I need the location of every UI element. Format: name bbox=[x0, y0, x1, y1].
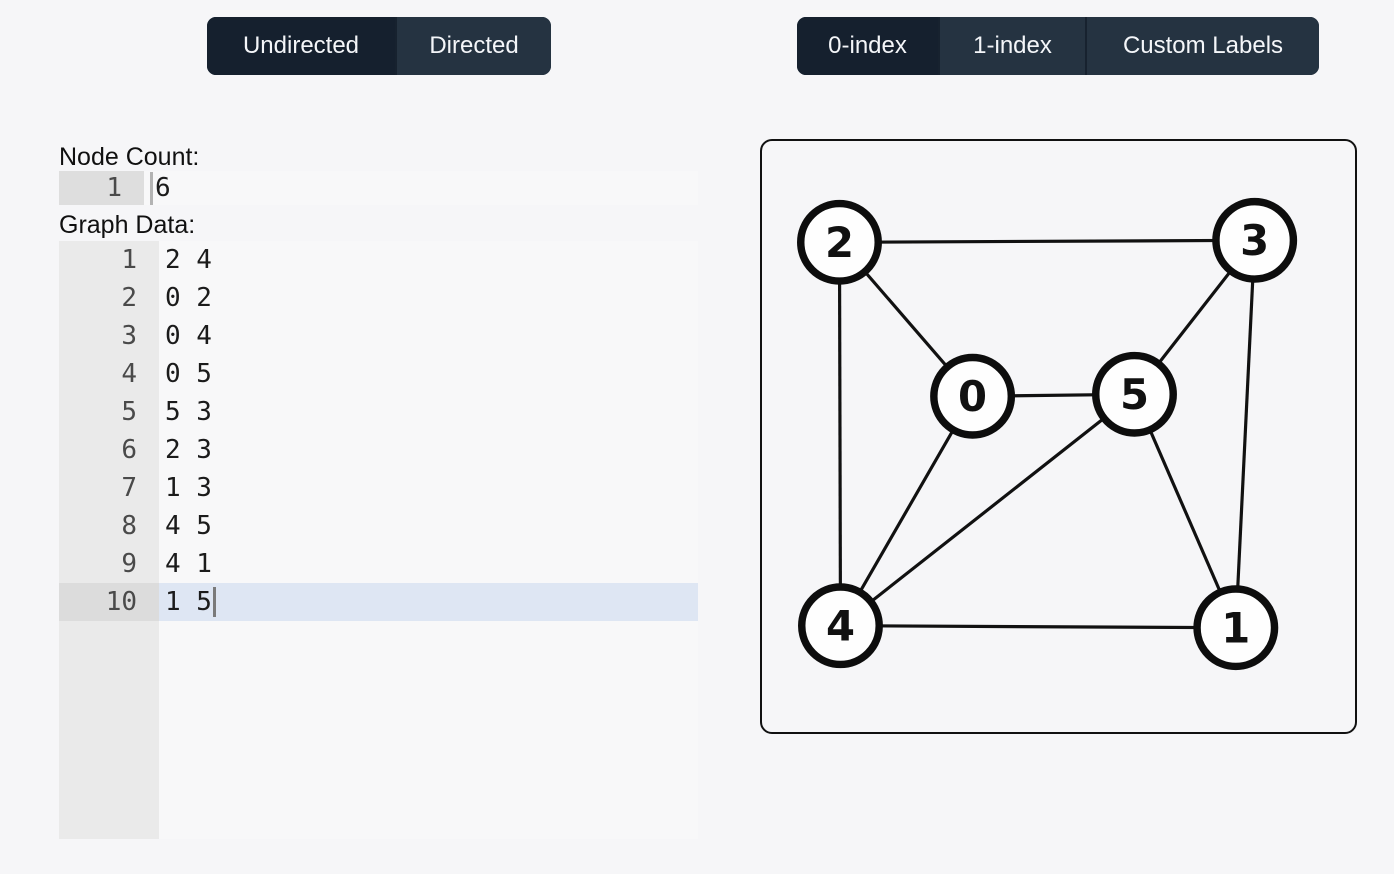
editor-line[interactable]: 3 0 4 bbox=[59, 317, 698, 355]
line-text: 4 5 bbox=[165, 511, 212, 541]
graph-edge bbox=[839, 395, 974, 627]
toggle-0-index[interactable]: 0-index bbox=[797, 17, 938, 75]
line-text: 6 bbox=[144, 171, 698, 205]
line-number: 7 bbox=[121, 473, 137, 503]
graph-canvas[interactable]: 0 1 2 3 4 5 bbox=[760, 139, 1357, 734]
line-number: 5 bbox=[121, 397, 137, 427]
line-number: 4 bbox=[121, 359, 137, 389]
line-number: 9 bbox=[121, 549, 137, 579]
line-text: 0 2 bbox=[165, 283, 212, 313]
node-count-label: Node Count: bbox=[59, 143, 200, 171]
graph-edge bbox=[837, 242, 843, 626]
line-text: 0 4 bbox=[165, 321, 212, 351]
editor-line[interactable]: 7 1 3 bbox=[59, 469, 698, 507]
graph-node[interactable] bbox=[1193, 585, 1279, 671]
editor-line[interactable]: 5 5 3 bbox=[59, 393, 698, 431]
line-text: 0 5 bbox=[165, 359, 212, 389]
line-text: 2 3 bbox=[165, 435, 212, 465]
graph-node-label: 5 bbox=[1120, 370, 1149, 419]
line-number: 1 bbox=[106, 173, 122, 203]
toggle-custom-labels[interactable]: Custom Labels bbox=[1085, 17, 1319, 75]
line-text: 4 1 bbox=[165, 549, 212, 579]
graph-edge bbox=[840, 624, 1236, 630]
line-number: 2 bbox=[121, 283, 137, 313]
editor-line[interactable]: 1 6 bbox=[59, 171, 698, 205]
toggle-directed[interactable]: Directed bbox=[395, 17, 551, 75]
line-text: 1 5 bbox=[159, 583, 698, 621]
text-cursor bbox=[212, 587, 216, 617]
editor-line[interactable]: 9 4 1 bbox=[59, 545, 698, 583]
graph-node[interactable] bbox=[930, 353, 1016, 439]
line-text: 1 3 bbox=[165, 473, 212, 503]
line-number: 10 bbox=[59, 583, 159, 621]
graph-node[interactable] bbox=[1092, 351, 1177, 437]
toggle-undirected[interactable]: Undirected bbox=[207, 17, 395, 75]
line-text: 5 3 bbox=[165, 397, 212, 427]
line-number: 6 bbox=[121, 435, 137, 465]
editor-line[interactable]: 4 0 5 bbox=[59, 355, 698, 393]
graph-node[interactable] bbox=[798, 583, 883, 669]
graph-data-label: Graph Data: bbox=[59, 211, 196, 239]
graph-node-label: 3 bbox=[1240, 216, 1269, 265]
line-number: 1 bbox=[121, 245, 137, 275]
graph-node-label: 2 bbox=[825, 218, 854, 267]
graph-node[interactable] bbox=[797, 199, 882, 285]
editor-line[interactable]: 2 0 2 bbox=[59, 279, 698, 317]
direction-toggle: Undirected Directed bbox=[207, 17, 551, 75]
editor-line[interactable]: 1 2 4 bbox=[59, 241, 698, 279]
graph-node-label: 4 bbox=[826, 602, 855, 651]
node-count-editor[interactable]: 1 6 bbox=[59, 171, 698, 205]
index-toggle: 0-index 1-index Custom Labels bbox=[797, 17, 1319, 75]
line-number-gutter bbox=[59, 241, 159, 839]
graph-svg: 0 1 2 3 4 5 bbox=[797, 197, 1298, 671]
graph-edge bbox=[1234, 240, 1257, 628]
graph-edge bbox=[839, 393, 1136, 627]
graph-edge bbox=[839, 238, 1255, 244]
editor-line[interactable]: 6 2 3 bbox=[59, 431, 698, 469]
graph-node[interactable] bbox=[1212, 197, 1298, 283]
editor-line[interactable]: 8 4 5 bbox=[59, 507, 698, 545]
graph-node-label: 1 bbox=[1221, 604, 1250, 653]
line-number: 3 bbox=[121, 321, 137, 351]
toggle-1-index[interactable]: 1-index bbox=[938, 17, 1085, 75]
line-number-gutter bbox=[59, 171, 144, 205]
line-text: 2 4 bbox=[165, 245, 212, 275]
line-number: 8 bbox=[121, 511, 137, 541]
graph-node-label: 0 bbox=[958, 372, 987, 421]
text-cursor bbox=[150, 171, 153, 205]
